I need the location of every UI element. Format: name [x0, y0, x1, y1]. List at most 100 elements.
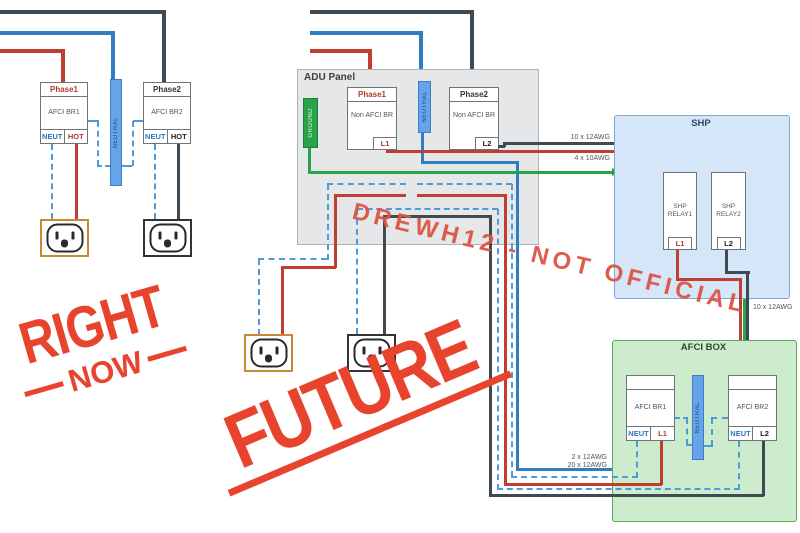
outlet-slot [378, 346, 381, 355]
br1-neutral-loop [327, 183, 406, 185]
afci-br1-l1-drop [660, 441, 663, 485]
l2-hot-wire [498, 145, 505, 148]
now-outlet2-hot-wire [177, 144, 180, 219]
br1-neutral-loop [258, 258, 327, 260]
br1-hot-loop [336, 194, 406, 197]
adu-breaker1-label: Non AFCI BR [350, 112, 393, 119]
br2-neutral-loop [357, 208, 498, 210]
outlet-face [353, 338, 390, 368]
ground-run-wire [308, 171, 619, 174]
now-breaker2: Phase2 AFCI BR2 NEUT HOT [143, 82, 191, 144]
outlet-ground-hole [61, 239, 68, 248]
afci-breaker2: AFCI BR2 NEUT L2 [728, 375, 777, 441]
now-breaker2-label: AFCI BR2 [151, 108, 183, 116]
shp-l2-to-afci-wire [725, 250, 728, 273]
adu-neutral-bar-label: NEUTRAL [421, 91, 428, 123]
future-outlet1 [244, 334, 293, 372]
shp-l2-to-afci-wire [725, 271, 750, 274]
neutral-run-wire [516, 161, 519, 471]
awg-label-shp-feed2: 4 x 10AWG [574, 155, 610, 162]
br1-hot-loop [334, 194, 337, 268]
br2-hot-loop [383, 215, 386, 334]
future-feed-hot1-wire [368, 49, 372, 87]
future-feed-hot2-wire [310, 10, 474, 14]
outlet-face [46, 223, 83, 253]
now-feed-hot2-wire [0, 10, 166, 14]
future-feed-hot1-wire [310, 49, 372, 53]
l1-hot-wire [386, 150, 679, 153]
shp-relay1-l1-terminal: L1 [668, 237, 692, 250]
ground-run-wire [308, 148, 311, 174]
afci-neutral-pigtail2 [704, 445, 713, 447]
adu-neutral-bar: NEUTRAL [418, 81, 431, 133]
now-feed-hot2-wire [162, 10, 166, 82]
br1-neutral-loop [258, 259, 260, 335]
afci-br2-l2-drop [762, 441, 765, 496]
afci-neutral-bar: NEUTRAL [692, 375, 704, 460]
awg-label-afci2: 20 x 12AWG [567, 462, 607, 469]
afci-neutral-bar-label: NEUTRAL [695, 401, 701, 434]
afci-box-title: AFCI BOX [680, 342, 727, 353]
shp-l1-to-afci-wire [676, 278, 742, 281]
now-neutral-bar: NEUTRAL [110, 79, 122, 186]
br1-hot-loop [417, 194, 506, 197]
shp-relay2-l2-terminal: L2 [716, 237, 741, 250]
br2-hot-loop [489, 494, 764, 497]
future-outlet2 [347, 334, 396, 372]
outlet-ground-hole [265, 354, 272, 363]
future-feed-neutral-wire [310, 31, 422, 35]
afci-breaker1-l1-terminal: L1 [650, 427, 674, 440]
now-outlet1-neutral-wire [51, 144, 53, 219]
now-feed-neutral-wire [111, 31, 115, 79]
afci-breaker1: AFCI BR1 NEUT L1 [626, 375, 675, 441]
shp-title: SHP [691, 118, 711, 129]
now-breaker1-hot-terminal: HOT [63, 130, 88, 143]
now-feed-neutral-wire [0, 31, 115, 35]
afci-br2-neut-drop [738, 441, 740, 490]
now-neutral-bar-label: NEUTRAL [113, 116, 119, 149]
now-breaker1-neut-terminal: NEUT [42, 132, 63, 141]
now-breaker1-label: AFCI BR1 [48, 108, 80, 116]
now-breaker2-header: Phase2 [144, 83, 190, 97]
br1-neutral-loop [511, 184, 513, 477]
outlet-ground-hole [368, 354, 375, 363]
now-neutral-pigtail2 [133, 120, 143, 122]
br1-hot-loop [504, 483, 662, 486]
outlet-slot [55, 231, 58, 240]
afci-breaker1-neut-terminal: NEUT [628, 429, 649, 438]
afci-neutral-pigtail1 [686, 444, 692, 446]
now-outlet2-neutral-wire [154, 144, 156, 219]
outlet-slot [259, 346, 262, 355]
adu-breaker2-header: Phase2 [450, 88, 498, 102]
now-outlet1 [40, 219, 89, 257]
adu-breaker2: Phase2 Non AFCI BR L2 [449, 87, 499, 150]
afci-neutral-pigtail1 [675, 417, 688, 419]
now-neutral-pigtail2 [132, 121, 134, 166]
outlet-slot [362, 346, 365, 355]
outlet-face [149, 223, 186, 253]
adu-panel-title: ADU Panel [304, 72, 356, 83]
outlet-face [250, 338, 287, 368]
br1-hot-loop [281, 266, 284, 335]
shp-box [614, 115, 790, 299]
future-feed-neutral-wire [419, 31, 423, 81]
right-now-stamp: RIGHT NOW [0, 273, 206, 414]
l2-hot-wire [503, 142, 506, 147]
shp-l1-to-afci-wire [676, 250, 679, 281]
shp-relay1: SHP RELAY1 L1 [663, 172, 697, 250]
outlet-slot [275, 346, 278, 355]
adu-breaker1: Phase1 Non AFCI BR L1 [347, 87, 397, 150]
afci-breaker2-header [729, 376, 776, 390]
afci-breaker1-header [627, 376, 674, 390]
br2-neutral-loop [497, 209, 499, 490]
afci-breaker1-label: AFCI BR1 [634, 403, 667, 411]
future-feed-hot2-wire [470, 10, 474, 87]
afci-breaker2-label: AFCI BR2 [736, 403, 769, 411]
awg-label-shp-to-afci: 10 x 12AWG [753, 304, 793, 311]
outlet-slot [158, 231, 161, 240]
now-neutral-pigtail1 [97, 165, 110, 167]
adu-ground-bar-label: GROUND [307, 108, 314, 138]
now-neutral-pigtail1 [97, 121, 99, 166]
neutral-run-wire [421, 161, 519, 164]
